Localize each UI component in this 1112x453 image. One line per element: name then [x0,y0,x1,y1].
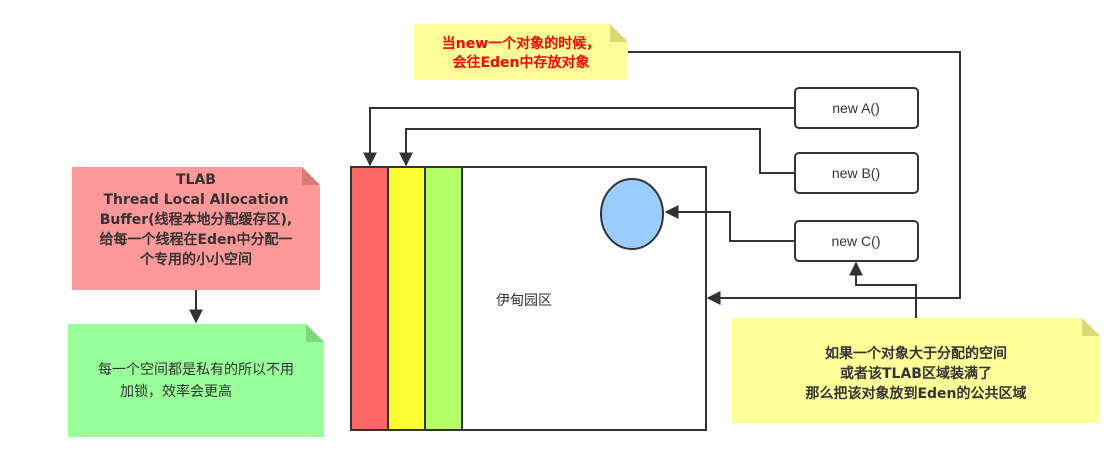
svg-text:加锁，效率会更高: 加锁，效率会更高 [120,383,232,400]
object-new-b: new B() [794,152,919,194]
object-new-a-label: new A() [832,100,879,116]
object-new-a: new A() [794,87,919,129]
eden-region: 伊甸园区 [350,166,707,431]
tlab-yellow-block [387,166,426,431]
note-top-line-1: 当new一个对象的时候， [442,35,600,52]
svg-text:或者该TLAB区域装满了: 或者该TLAB区域装满了 [840,365,992,382]
arrow-a-to-red-tlab [363,107,795,167]
arrow-c-to-large-object [664,205,795,242]
object-new-b-label: new B() [832,165,880,181]
svg-text:当new一个对象的时候，: 当new一个对象的时候， [442,35,600,52]
note-lock-line-1: 每一个空间都是私有的所以不用 [98,362,294,378]
large-object-circle [600,178,664,250]
arrow-overflow-note-to-c [849,261,917,318]
note-tlab-line-2: Thread Local Allocation [103,192,288,208]
svg-text:每一个空间都是私有的所以不用: 每一个空间都是私有的所以不用 [98,362,294,378]
svg-text:TLAB: TLAB [176,172,216,188]
note-lock-line-2: 加锁，效率会更高 [120,383,232,400]
note-tlab-line-3: Buffer(线程本地分配缓存区), [100,211,293,228]
tlab-green-block [424,166,463,431]
svg-text:Buffer(线程本地分配缓存区),: Buffer(线程本地分配缓存区), [100,211,293,228]
note-overflow-line-3: 那么把该对象放到Eden的公共区域 [805,385,1026,402]
note-lock-free: 每一个空间都是私有的所以不用 加锁，效率会更高 [68,324,324,437]
note-new-object: 当new一个对象的时候， 会往Eden中存放对象 [414,24,628,80]
note-tlab-line-5: 个专用的小小空间 [139,251,252,268]
svg-text:如果一个对象大于分配的空间: 如果一个对象大于分配的空间 [825,345,1007,362]
note-tlab: TLAB Thread Local Allocation Buffer(线程本地… [72,167,320,290]
note-tlab-line-1: TLAB [176,172,216,188]
note-top-line-2: 会往Eden中存放对象 [452,54,589,71]
note-tlab-line-4: 给每一个线程在Eden中分配一 [99,231,292,248]
object-new-c: new C() [794,220,919,262]
svg-text:Thread Local Allocation: Thread Local Allocation [103,192,288,208]
arrow-b-to-yellow-tlab [399,128,795,174]
tlab-red-block [350,166,389,431]
note-overflow: 如果一个对象大于分配的空间 或者该TLAB区域装满了 那么把该对象放到Eden的… [732,318,1100,423]
note-overflow-line-2: 或者该TLAB区域装满了 [840,365,992,382]
svg-text:会往Eden中存放对象: 会往Eden中存放对象 [452,54,589,71]
note-overflow-line-1: 如果一个对象大于分配的空间 [825,345,1007,362]
arrow-new-note-to-eden [628,51,961,305]
eden-label: 伊甸园区 [496,293,552,309]
object-new-c-label: new C() [831,233,880,249]
svg-text:个专用的小小空间: 个专用的小小空间 [139,251,252,268]
svg-text:那么把该对象放到Eden的公共区域: 那么把该对象放到Eden的公共区域 [805,385,1026,402]
svg-text:给每一个线程在Eden中分配一: 给每一个线程在Eden中分配一 [99,231,292,248]
